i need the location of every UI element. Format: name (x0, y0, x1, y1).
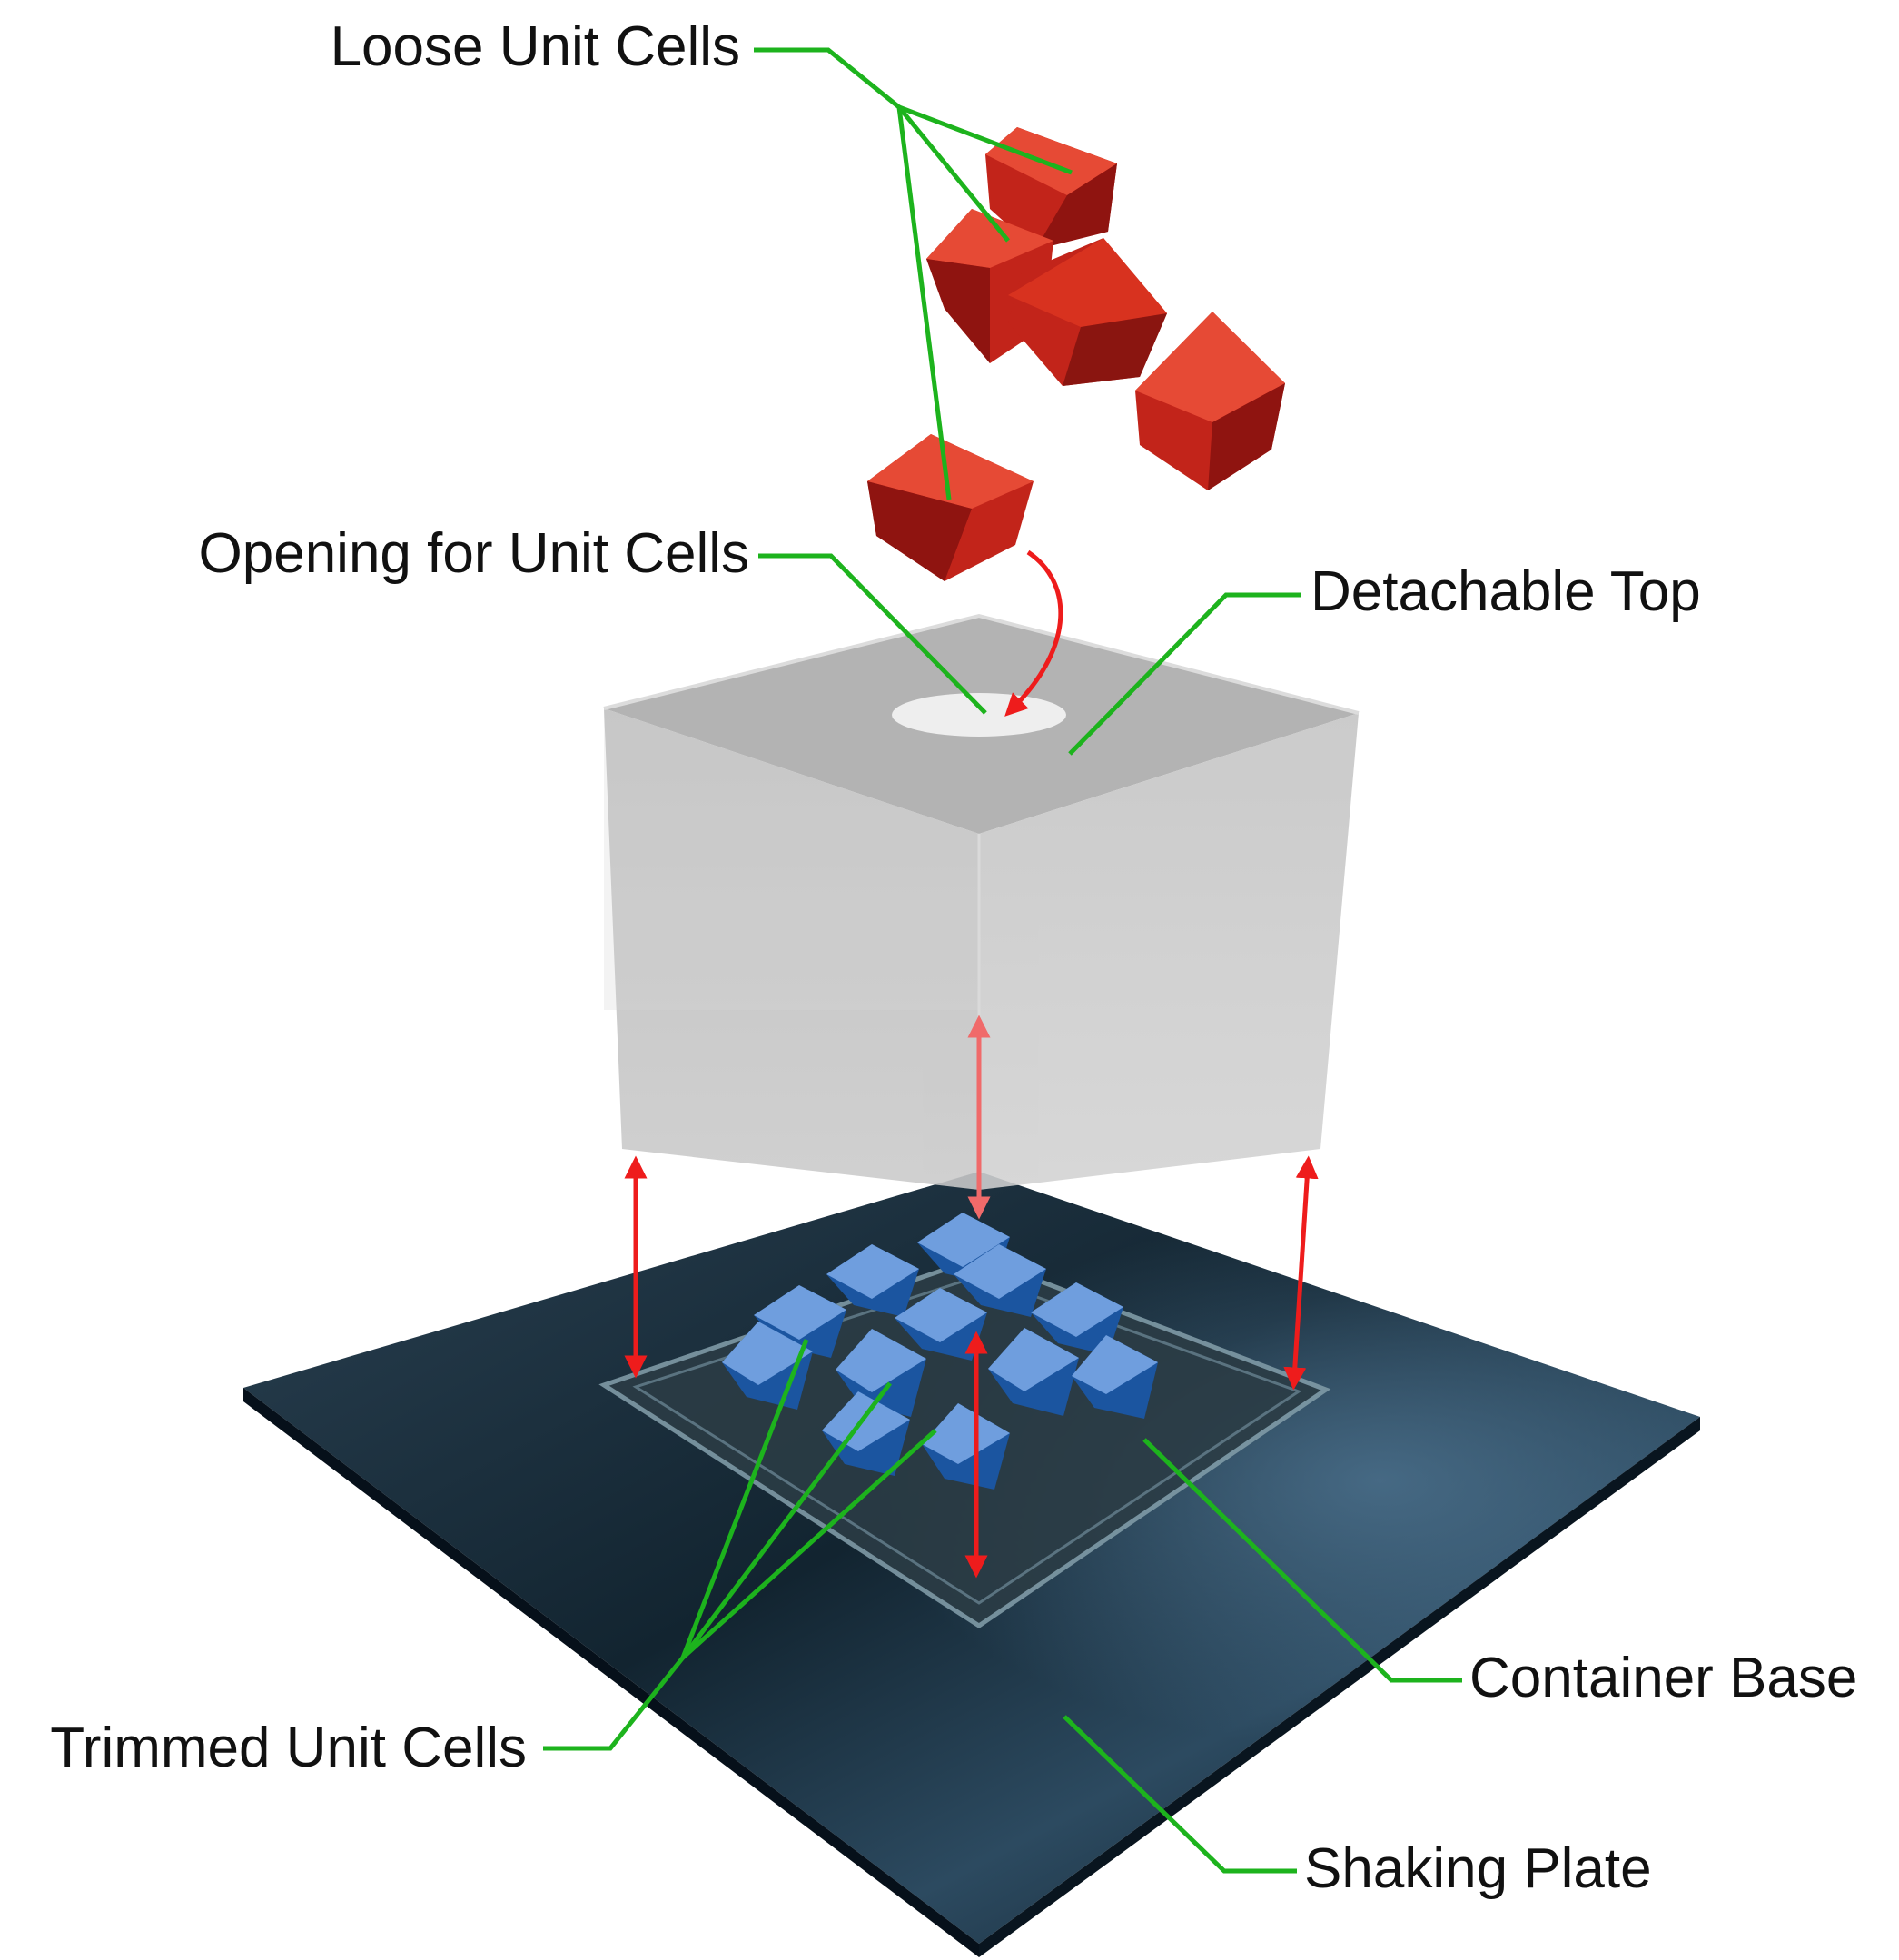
loose-unit-cells-label: Loose Unit Cells (331, 15, 740, 78)
trimmed-cell (826, 1244, 919, 1317)
lift-arrow-right (1283, 1155, 1319, 1391)
loose-cell (867, 434, 1034, 581)
loose-cell (1135, 312, 1285, 490)
leader-trimmed-cell-3 (681, 1429, 937, 1659)
drop-arrow (1004, 549, 1063, 717)
leader-lines (543, 47, 1462, 1874)
leader-loose-cell-1 (898, 104, 1073, 175)
loose-unit-cells (867, 127, 1285, 581)
container-base-label: Container Base (1469, 1647, 1857, 1709)
leader-trimmed-cell-2 (681, 1381, 892, 1659)
leader-shaking-plate (1063, 1715, 1297, 1874)
leader-loose-cell-3 (896, 106, 952, 500)
loose-cell (985, 127, 1117, 250)
top-opening (892, 693, 1066, 737)
leader-trimmed-cell-1 (680, 1339, 809, 1658)
trimmed-cell (822, 1391, 910, 1476)
arrows (624, 549, 1319, 1579)
leader-detachable-top (1068, 592, 1301, 756)
trimmed-cell (954, 1244, 1046, 1317)
leader-loose-unit-cells (754, 47, 901, 109)
leader-opening (758, 553, 987, 715)
trimmed-unit-cells (722, 1213, 1158, 1490)
detachable-top-label: Detachable Top (1311, 560, 1701, 623)
trimmed-cell (1031, 1282, 1123, 1355)
leader-container-base (1142, 1438, 1462, 1683)
loose-cell (1008, 238, 1167, 386)
trimmed-cell (895, 1288, 987, 1361)
shaking-plate-label: Shaking Plate (1304, 1837, 1652, 1900)
leader-loose-cell-2 (897, 105, 1010, 243)
trimmed-cell (988, 1328, 1079, 1416)
trimmed-unit-cells-label: Trimmed Unit Cells (50, 1717, 527, 1779)
opening-for-unit-cells-label: Opening for Unit Cells (199, 522, 750, 585)
detachable-top (603, 613, 1360, 1190)
leader-trimmed-unit-cells (543, 1656, 685, 1751)
trimmed-cell (1072, 1335, 1158, 1419)
